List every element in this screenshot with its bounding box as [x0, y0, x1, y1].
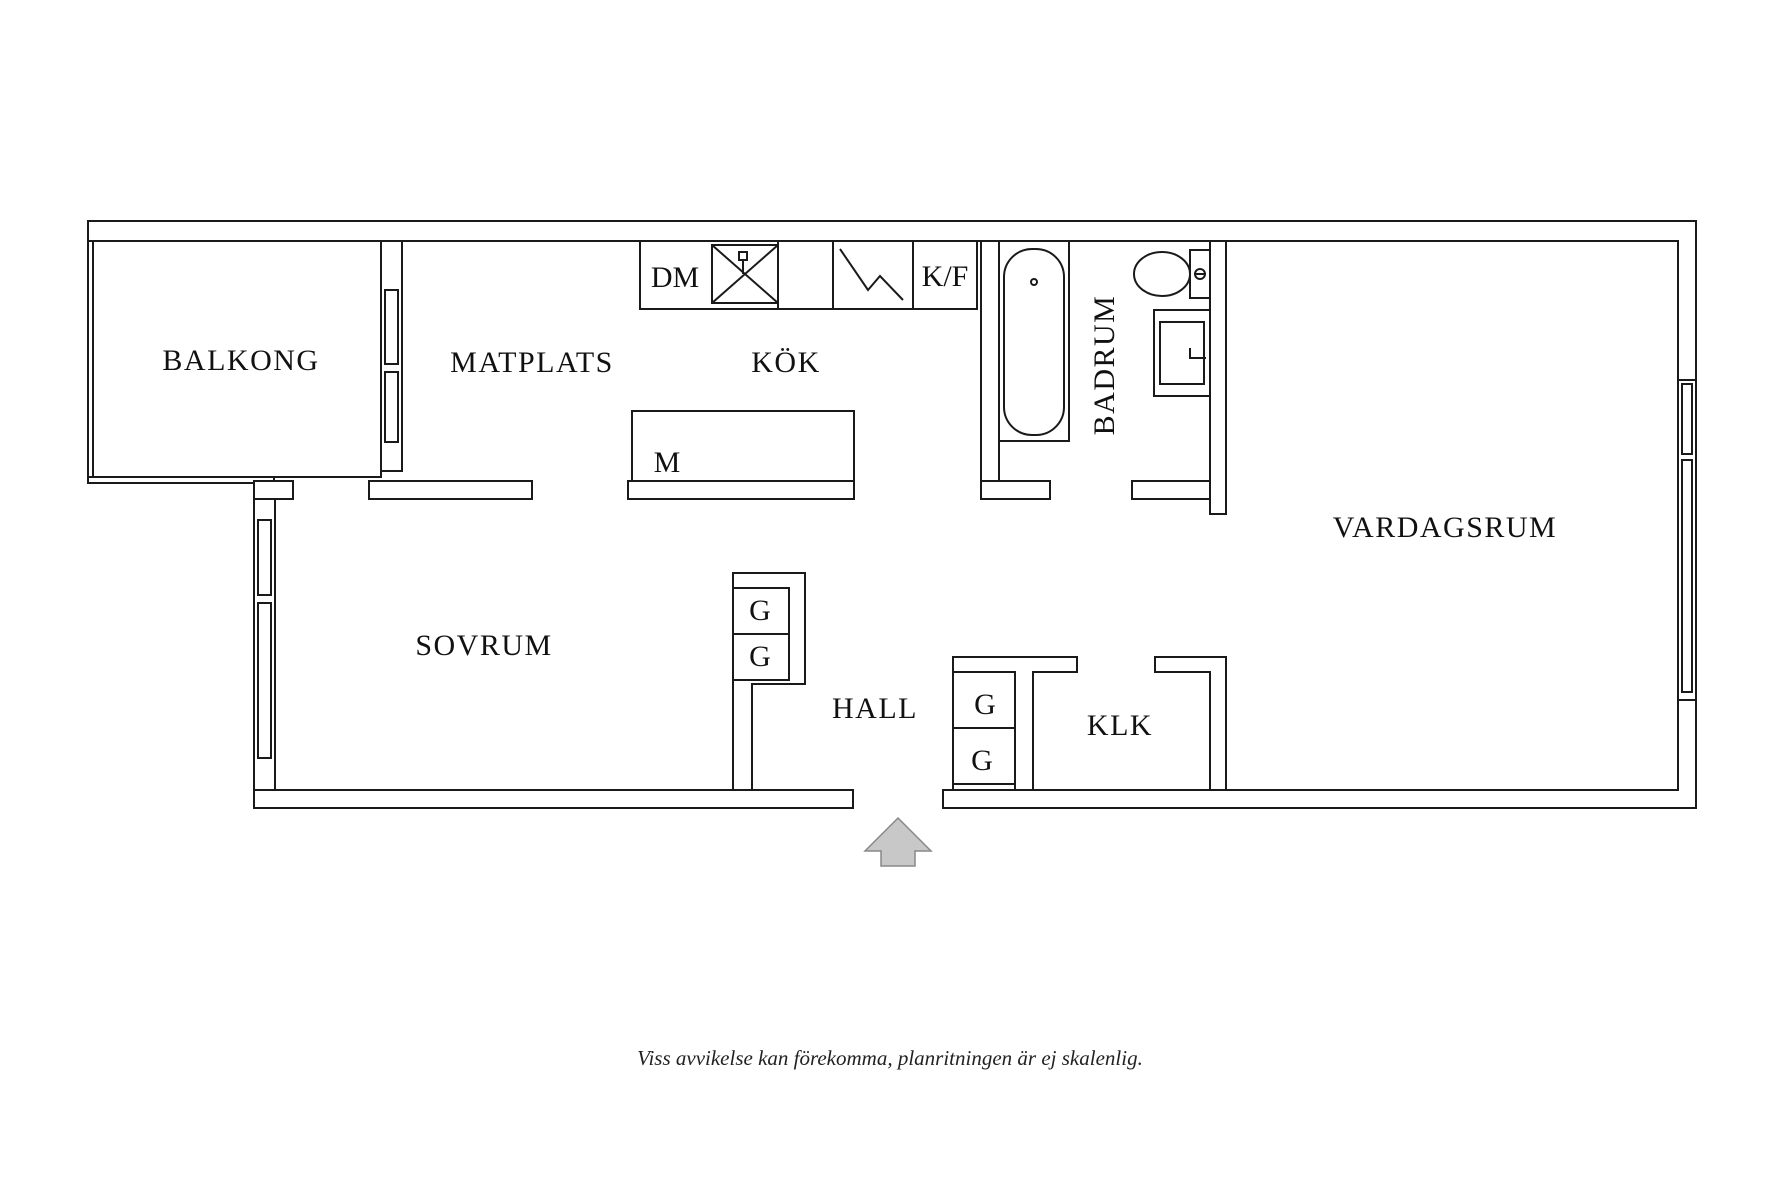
bedroom-west-wall — [253, 482, 276, 791]
room-label-vardagsrum: VARDAGSRUM — [1333, 511, 1558, 544]
hall-klk-wall — [952, 656, 1078, 791]
fridge-freezer-label: K/F — [922, 260, 969, 293]
balcony — [88, 240, 382, 478]
room-label-klk: KLK — [1087, 709, 1153, 742]
wardrobe-label-3: G — [974, 688, 996, 721]
kitchen-counter — [639, 240, 978, 310]
kitchen-island — [627, 410, 855, 500]
wardrobe-label-1: G — [749, 594, 771, 627]
living-room-east-wall — [1677, 379, 1697, 701]
bedroom-hall-wall — [732, 572, 806, 791]
klk-east-wall — [1154, 656, 1227, 791]
disclaimer-text: Viss avvikelse kan förekomma, planritnin… — [637, 1046, 1143, 1070]
toilet — [1133, 249, 1211, 299]
bathroom-walls — [980, 240, 1227, 515]
kitchen-west-wall — [380, 240, 403, 472]
wardrobe-label-2: G — [749, 640, 771, 673]
room-label-badrum: BADRUM — [1088, 295, 1121, 436]
room-label-balkong: BALKONG — [162, 344, 319, 377]
room-label-hall: HALL — [832, 692, 918, 725]
wardrobe-label-4: G — [971, 744, 993, 777]
room-label-matplats: MATPLATS — [450, 346, 614, 379]
bathtub — [998, 240, 1070, 442]
kitchen-south-walls — [253, 480, 1211, 500]
sink — [1153, 309, 1211, 397]
room-label-kok: KÖK — [751, 346, 821, 379]
entrance-arrow-icon — [863, 816, 933, 867]
microwave-label: M — [654, 446, 681, 479]
dishwasher-label: DM — [651, 261, 699, 294]
room-label-sovrum: SOVRUM — [415, 629, 552, 662]
